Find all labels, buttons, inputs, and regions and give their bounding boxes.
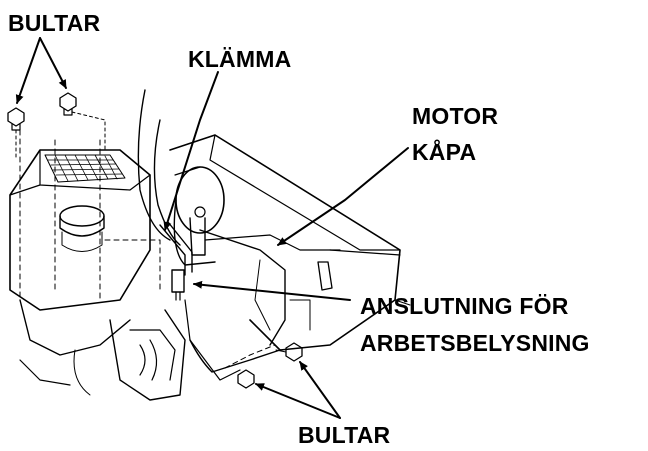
cables (137, 89, 193, 301)
fuel-tank (9, 129, 161, 311)
engine-lower (19, 299, 281, 401)
label-bolts-bottom: BULTAR (298, 422, 391, 448)
label-clamp: KLÄMMA (188, 46, 292, 72)
label-engine-cover-line1: MOTOR (412, 103, 499, 129)
label-work-light-line1: ANSLUTNING FÖR (360, 293, 569, 319)
bolt-icon (237, 369, 255, 389)
label-work-light-line2: ARBETSBELYSNING (360, 330, 590, 356)
bolt-icon (7, 107, 25, 161)
bolt-icon (275, 342, 303, 362)
leader-arrows (15, 37, 409, 419)
label-bolts-top: BULTAR (8, 10, 101, 36)
bolt-icon (59, 92, 106, 151)
label-engine-cover-line2: KÅPA (412, 139, 477, 165)
